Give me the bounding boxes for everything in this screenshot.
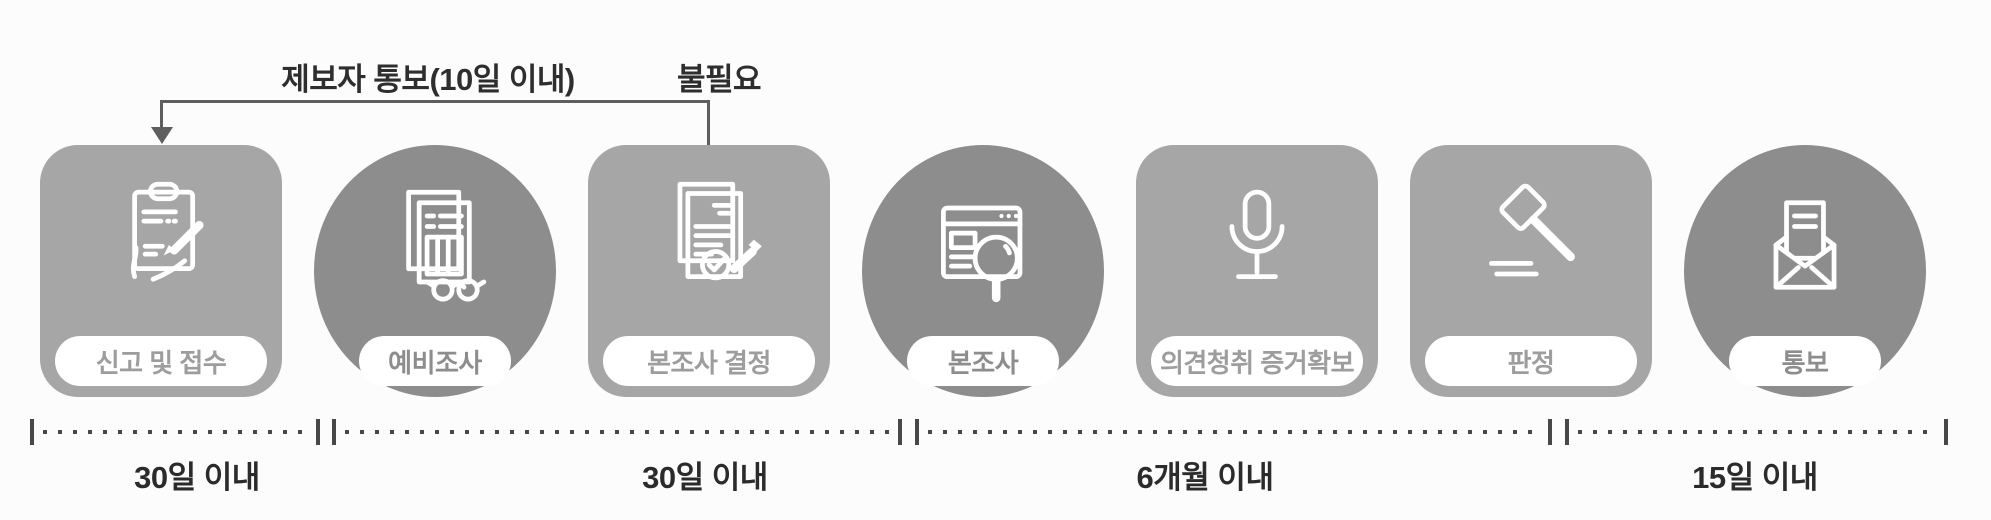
microphone-icon bbox=[1191, 171, 1323, 303]
stage-hearing-evidence: 의견청취 증거확보 bbox=[1136, 145, 1378, 397]
arrow-down-icon bbox=[151, 127, 173, 144]
timeline-label-1: 30일 이내 bbox=[134, 460, 260, 495]
timeline-label-3: 6개월 이내 bbox=[1136, 460, 1274, 495]
not-required-label: 불필요 bbox=[676, 62, 762, 97]
clipboard-signing-icon bbox=[95, 171, 227, 303]
reporter-notice-label: 제보자 통보(10일 이내) bbox=[281, 62, 575, 97]
timeline-segment-3 bbox=[915, 419, 1552, 445]
gavel-icon bbox=[1465, 171, 1597, 303]
reporter-notice-connector-line bbox=[160, 100, 710, 103]
reporter-notice-connector-drop-left bbox=[160, 100, 163, 128]
stage-label-pill: 의견청취 증거확보 bbox=[1151, 336, 1363, 386]
stage-label-pill: 본조사 bbox=[907, 336, 1059, 386]
stage-main-investigation: 본조사 bbox=[862, 145, 1104, 397]
documents-glasses-icon bbox=[369, 179, 501, 311]
timeline-segment-1 bbox=[30, 419, 320, 445]
stage-label-pill: 예비조사 bbox=[359, 336, 511, 386]
stage-label-pill: 신고 및 접수 bbox=[55, 336, 267, 386]
timeline-label-4: 15일 이내 bbox=[1692, 460, 1818, 495]
stage-notification: 통보 bbox=[1684, 145, 1926, 397]
timeline-segment-4 bbox=[1565, 419, 1948, 445]
timeline-label-2: 30일 이내 bbox=[642, 460, 768, 495]
open-envelope-icon bbox=[1739, 179, 1871, 311]
stage-judgment: 판정 bbox=[1410, 145, 1652, 397]
browser-magnifier-icon bbox=[917, 179, 1049, 311]
stage-preliminary-investigation: 예비조사 bbox=[314, 145, 556, 397]
stage-main-investigation-decision: 본조사 결정 bbox=[588, 145, 830, 397]
stage-label-pill: 통보 bbox=[1729, 336, 1881, 386]
timeline-segment-2 bbox=[332, 419, 902, 445]
document-stamp-icon bbox=[643, 171, 775, 303]
stage-report-receipt: 신고 및 접수 bbox=[40, 145, 282, 397]
stage-label-pill: 판정 bbox=[1425, 336, 1637, 386]
stage-label-pill: 본조사 결정 bbox=[603, 336, 815, 386]
reporter-notice-connector-drop-right bbox=[707, 100, 710, 148]
